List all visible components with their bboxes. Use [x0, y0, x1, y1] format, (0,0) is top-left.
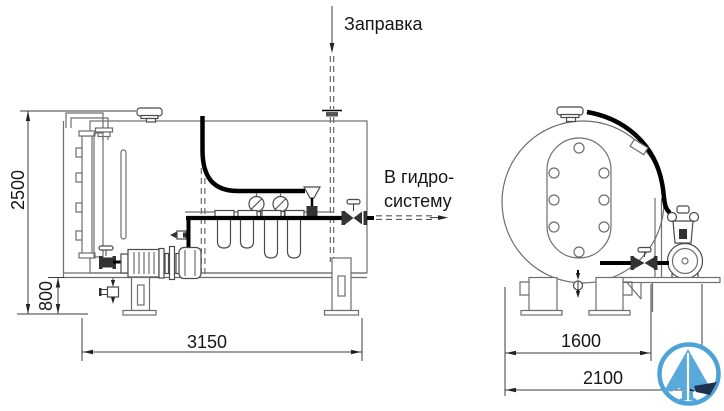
dim-1600-text: 1600: [561, 331, 601, 351]
hose-over-tank: [586, 109, 672, 215]
label-filling: Заправка: [322, 6, 423, 117]
tank-drain-end: [572, 270, 584, 298]
side-view: [62, 56, 374, 316]
suction-valve-end: [600, 246, 669, 270]
dim-3150-text: 3150: [187, 332, 227, 352]
outlet-valve: [341, 198, 374, 225]
bottom-drain-valve: [99, 278, 120, 304]
support-legs-end: [519, 276, 633, 316]
temperature-sensor: [170, 230, 189, 240]
label-to-hydraulic-system: В гидро- систему: [376, 167, 454, 220]
pump-end: [666, 242, 704, 280]
tank-side: [62, 120, 368, 279]
pump-motor-group: [98, 245, 202, 281]
dimension-3150: 3150: [81, 318, 363, 361]
hydro-text-line1: В гидро-: [384, 167, 454, 187]
manhole: [546, 137, 612, 259]
filler-cap-side: [136, 107, 163, 123]
dim-2100-text: 2100: [583, 368, 623, 388]
company-logo: [657, 342, 721, 406]
dim-2500-text: 2500: [8, 170, 28, 210]
level-gauge: [75, 130, 127, 259]
filling-text: Заправка: [344, 14, 423, 34]
vent-pipe: [65, 112, 114, 140]
main-pipe: [186, 215, 342, 249]
sailboat-logo-icon: [657, 342, 721, 406]
manhole-bolts: [548, 142, 610, 258]
filler-cap-end: [556, 106, 584, 123]
hydro-text-line2: систему: [384, 191, 452, 211]
dim-800-text: 800: [36, 281, 56, 311]
base-plate: [617, 276, 721, 312]
fill-pipe: [200, 116, 322, 218]
dimension-2500: 2500: [8, 110, 136, 315]
support-legs-side: [122, 257, 360, 316]
pump-filter: [666, 205, 700, 247]
dimension-800: 800: [36, 277, 64, 314]
end-view: [501, 106, 721, 316]
dimension-1600: 1600: [504, 284, 652, 396]
